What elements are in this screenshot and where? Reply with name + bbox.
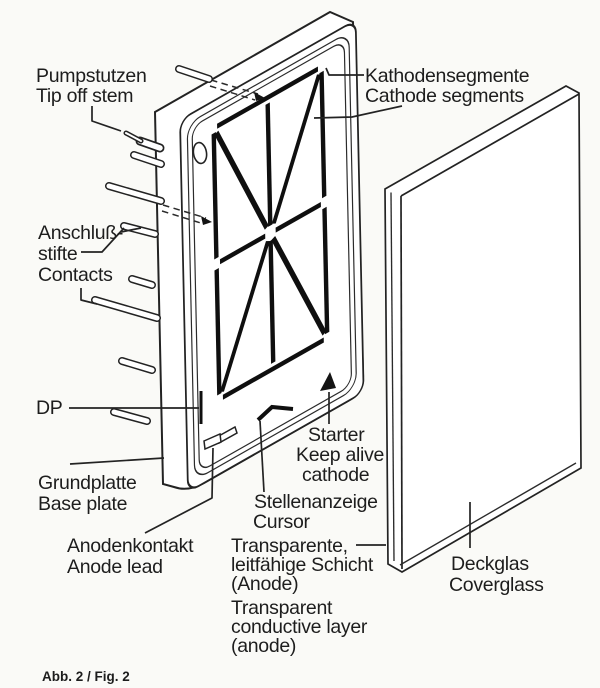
segment-mid-left: [219, 233, 266, 265]
hidden-line: [209, 85, 256, 101]
leader-anodenkontakt: [144, 447, 214, 534]
label-deckglas-en: Coverglass: [449, 574, 544, 596]
segment-diagonal-tr: [271, 74, 321, 224]
base-plate-groove-inner: [191, 44, 352, 469]
label-grundplatte-de: Grundplatte: [38, 472, 137, 494]
cover-glass-left-inner-line: [390, 192, 395, 562]
contact-pin: [91, 296, 161, 322]
label-transparente-1: Transparente,: [231, 535, 348, 557]
label-transparente-6: (anode): [231, 635, 296, 657]
cover-glass-bottom-inner-line: [399, 462, 577, 566]
contact-pin: [110, 408, 151, 425]
pump-stem: [123, 130, 165, 153]
label-transparente-4: Transparent: [231, 597, 333, 619]
label-pumpstutzen-en: Tip off stem: [36, 85, 133, 107]
label-anschluss-de-2: stifte: [38, 243, 77, 265]
cursor-chevron: [256, 404, 294, 422]
anode-contact-clip: [203, 425, 238, 451]
starter-arrow: [320, 372, 336, 424]
label-starter-1: Starter: [308, 424, 365, 446]
label-anodenkontakt-en: Anode lead: [67, 556, 163, 578]
cover-glass-front-left-edge: [400, 195, 403, 570]
segment-diagonal-tl: [214, 130, 269, 230]
labels: Pumpstutzen Tip off stem Kathodensegment…: [36, 65, 544, 684]
hidden-line-arrowhead-icon: [254, 92, 265, 101]
contact-pins: [91, 65, 213, 425]
cover-glass-silhouette: [384, 85, 582, 573]
tip-off-hole: [192, 141, 208, 165]
cathode-segment-display: [211, 66, 330, 400]
label-starter-3: cathode: [302, 464, 369, 486]
leader-contacts: [80, 288, 98, 305]
label-transparente-2: leitfähige Schicht: [231, 554, 374, 576]
segment-bottom: [222, 337, 324, 400]
leader-stifte: [81, 227, 125, 253]
label-deckglas-de: Deckglas: [451, 553, 529, 575]
segment-top: [217, 66, 319, 129]
label-anodenkontakt-de: Anodenkontakt: [67, 535, 194, 557]
segment-left-upper: [211, 131, 219, 260]
label-kathodensegmente-de: Kathodensegmente: [365, 65, 529, 87]
label-grundplatte-en: Base plate: [38, 493, 127, 515]
label-starter-2: Keep alive: [296, 444, 384, 466]
contact-pin: [105, 182, 165, 205]
contact-pin: [120, 222, 159, 238]
label-dp: DP: [36, 397, 63, 419]
hidden-line: [161, 210, 205, 225]
segment-center-upper: [265, 102, 273, 227]
contact-pin: [175, 65, 213, 83]
label-transparente-3: (Anode): [231, 573, 298, 595]
label-anschluss-de-1: Anschluß-: [38, 222, 123, 244]
hidden-pin-dashes-middle: [161, 204, 212, 225]
segment-diagonal-bl: [219, 240, 270, 392]
leader-lines: [69, 67, 471, 548]
label-transparente-5: conductive layer: [231, 616, 368, 638]
leader-grundplatte: [69, 457, 165, 465]
leader-pumpstutzen: [91, 106, 122, 132]
base-plate-groove-outer: [186, 37, 357, 476]
leader-anschluss: [120, 227, 142, 233]
segment-right-upper: [319, 70, 327, 199]
label-anschluss-en: Contacts: [38, 264, 113, 286]
hidden-pin-dashes-top: [209, 79, 265, 101]
hidden-line: [162, 204, 207, 219]
label-pumpstutzen-de: Pumpstutzen: [36, 65, 147, 87]
cover-glass: [384, 85, 582, 573]
label-stellenanzeige-de: Stellenanzeige: [254, 491, 378, 513]
hidden-line: [210, 79, 259, 95]
segment-mid-right: [275, 201, 321, 233]
segment-center-lower: [268, 239, 276, 364]
label-kathodensegmente-en: Cathode segments: [365, 85, 524, 107]
leader-kathodensegmente: [325, 67, 364, 76]
contact-pin: [118, 357, 156, 374]
leader-stellenanzeige: [259, 420, 265, 493]
contact-pin: [128, 275, 156, 289]
segment-diagonal-br: [271, 235, 327, 336]
leader-cathode-segments: [313, 105, 403, 119]
contact-pin: [130, 151, 165, 168]
segment-left-lower: [214, 267, 222, 396]
segment-right-lower: [322, 206, 330, 335]
hidden-line-arrowhead-icon: [201, 216, 212, 225]
figure-caption: Abb. 2 / Fig. 2: [42, 669, 130, 684]
up-arrowhead-icon: [320, 372, 336, 391]
cover-glass-front-top-edge: [400, 93, 580, 197]
label-stellenanzeige-en: Cursor: [253, 511, 311, 533]
